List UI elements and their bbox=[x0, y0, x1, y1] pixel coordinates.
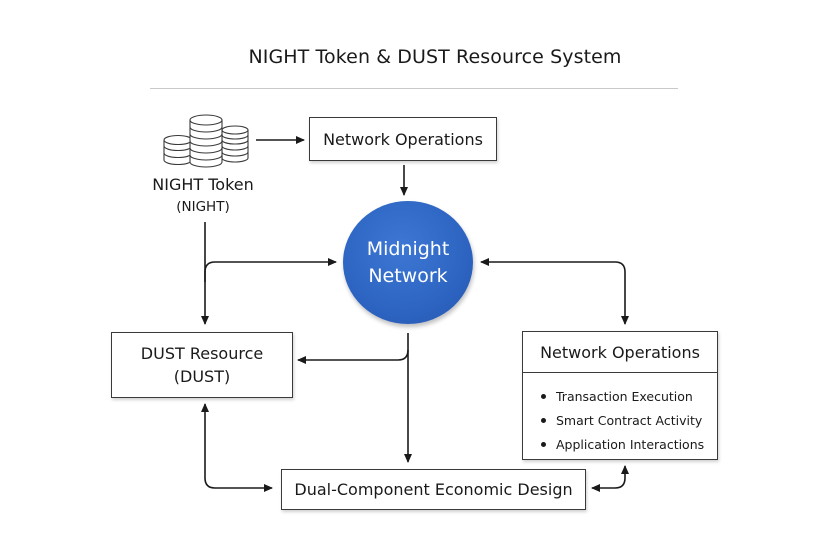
night-token-node: NIGHT Token (NIGHT) bbox=[128, 174, 278, 218]
arrow-midnight-to-dust bbox=[297, 333, 409, 364]
arrow-night-to-midnight bbox=[204, 258, 337, 282]
midnight-network-node: Midnight Network bbox=[343, 201, 473, 324]
dust-resource-label: DUST Resource bbox=[140, 344, 264, 363]
page-title: NIGHT Token & DUST Resource System bbox=[248, 46, 622, 68]
list-item: Smart Contract Activity bbox=[541, 408, 717, 432]
arrow-dust-dual bbox=[201, 403, 273, 492]
list-item-label: Application Interactions bbox=[556, 436, 705, 452]
dual-component-node: Dual-Component Economic Design bbox=[281, 469, 586, 510]
list-item-label: Smart Contract Activity bbox=[556, 412, 703, 428]
network-operations-list: Transaction Execution Smart Contract Act… bbox=[523, 373, 717, 456]
network-operations-top-label: Network Operations bbox=[323, 129, 483, 149]
title-divider bbox=[150, 88, 678, 89]
bullet-icon bbox=[541, 417, 546, 423]
dust-resource-sub: (DUST) bbox=[173, 367, 231, 386]
arrow-midnight-netops-right bbox=[480, 258, 629, 325]
bullet-icon bbox=[541, 393, 546, 399]
network-operations-right-label: Network Operations bbox=[523, 332, 717, 373]
list-item-label: Transaction Execution bbox=[556, 388, 693, 404]
list-item: Transaction Execution bbox=[541, 384, 717, 408]
network-operations-top-node: Network Operations bbox=[309, 117, 497, 161]
midnight-network-line2: Network bbox=[368, 264, 448, 287]
dust-resource-node: DUST Resource (DUST) bbox=[111, 332, 293, 398]
coins-stack-icon bbox=[163, 114, 249, 168]
midnight-network-line1: Midnight bbox=[366, 237, 450, 260]
night-token-sub: (NIGHT) bbox=[176, 199, 230, 215]
network-operations-right-node: Network Operations Transaction Execution… bbox=[522, 331, 718, 460]
night-token-label: NIGHT Token bbox=[152, 175, 254, 194]
dual-component-label: Dual-Component Economic Design bbox=[294, 480, 573, 499]
list-item: Application Interactions bbox=[541, 432, 717, 456]
arrow-dual-netops-right bbox=[591, 465, 629, 492]
bullet-icon bbox=[541, 441, 546, 447]
